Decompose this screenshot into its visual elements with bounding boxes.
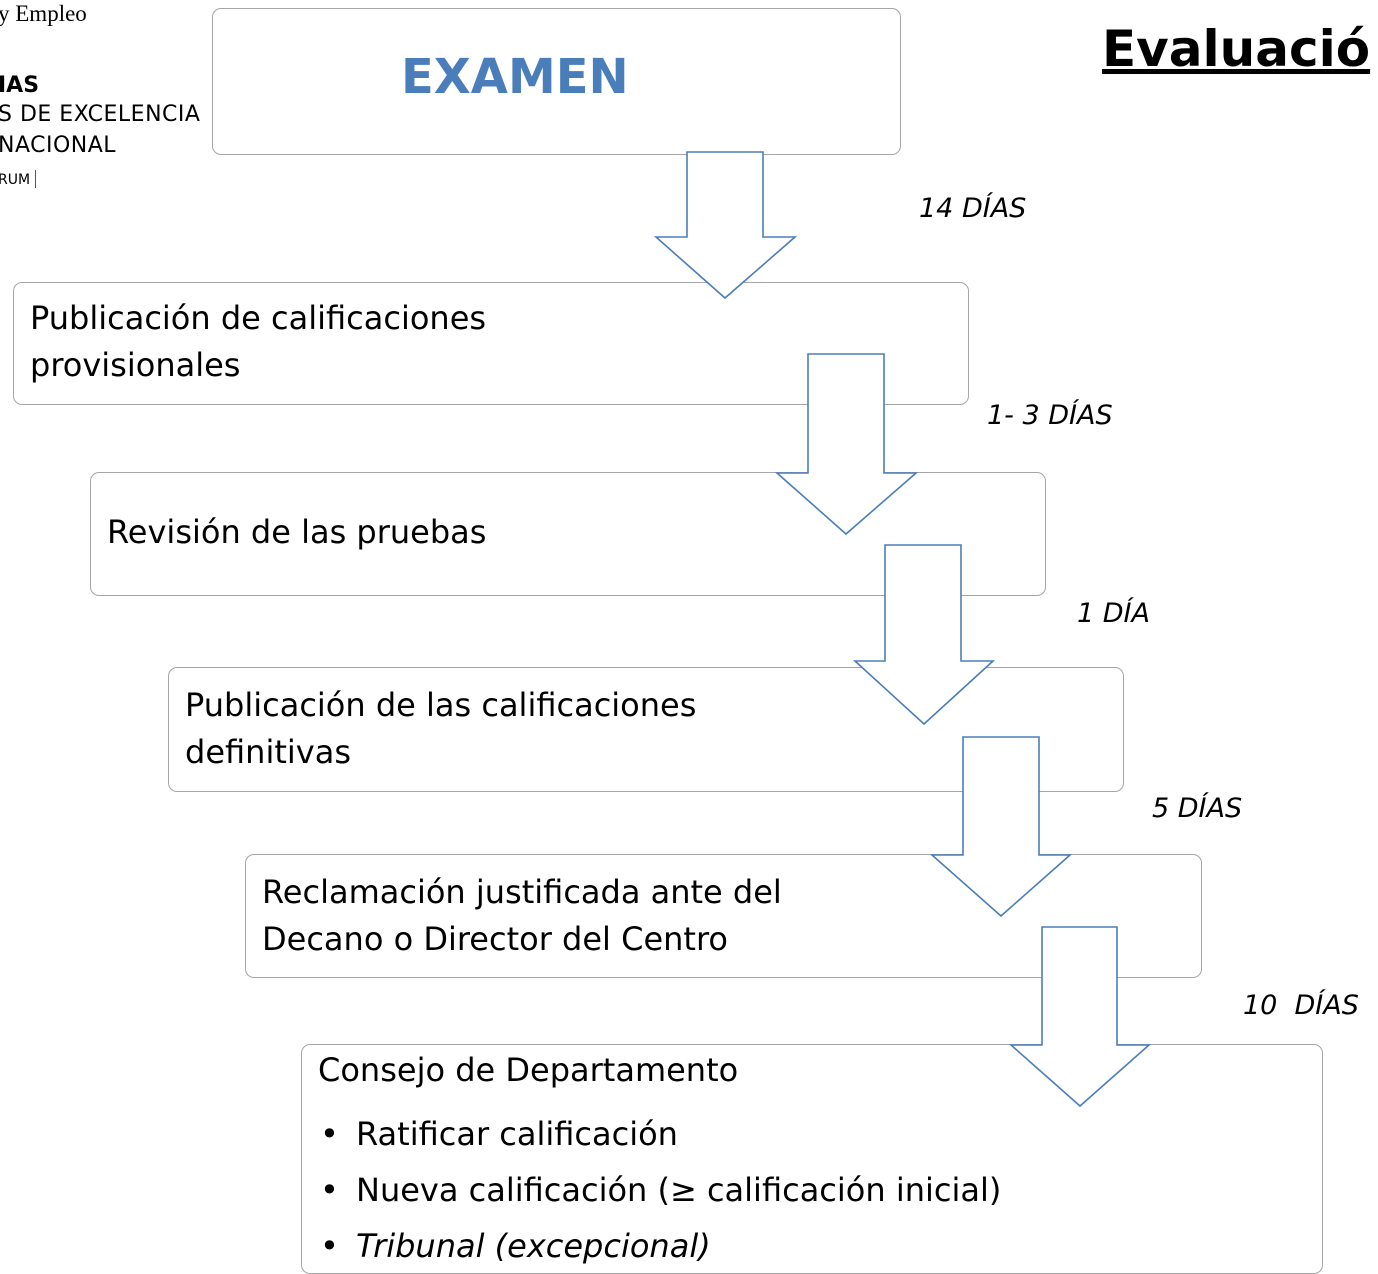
step-provisional-grades-line-2: provisionales [30, 346, 241, 384]
council-option-text: Tribunal (excepcional) [356, 1227, 711, 1265]
down-arrow-icon [929, 736, 1073, 918]
logo-line-bold: IAS [0, 73, 40, 98]
down-arrow-icon [774, 353, 919, 536]
council-options-list: • Ratificar calificación • Nueva calificac… [320, 1106, 1001, 1274]
exam-title: EXAMEN [401, 49, 629, 105]
logo-line-ministry: y Empleo [0, 1, 87, 26]
logo-line-excellence: S DE EXCELENCIA [0, 102, 201, 127]
step-claim-label: Reclamación justificada ante del Decano … [262, 869, 782, 963]
logo-line-small-text: RUM [0, 172, 31, 188]
down-arrow-icon [852, 544, 996, 726]
council-option: • Ratificar calificación [320, 1106, 1001, 1162]
step-review-label: Revisión de las pruebas [107, 513, 487, 551]
step-final-grades-line-2: definitivas [185, 733, 351, 771]
step-provisional-grades-line-1: Publicación de calificaciones [30, 299, 487, 337]
slide-heading: Evaluació [1102, 20, 1371, 78]
step-claim-line-1: Reclamación justificada ante del [262, 873, 782, 911]
bullet-icon: • [320, 1227, 339, 1265]
step-provisional-grades-label: Publicación de calificaciones provisiona… [30, 295, 486, 389]
step-final-grades-label: Publicación de las calificaciones defini… [185, 682, 696, 776]
council-option-text: Nueva calificación (≥ calificación inici… [356, 1171, 1002, 1209]
interval-label: 5 DÍAS [1152, 793, 1243, 824]
step-department-council-label: Consejo de Departamento [318, 1051, 739, 1089]
interval-label: 14 DÍAS [919, 193, 1027, 224]
interval-label: 10 DÍAS [1243, 990, 1359, 1021]
interval-label: 1 DÍA [1077, 598, 1150, 629]
council-option: • Tribunal (excepcional) [320, 1218, 1001, 1274]
logo-line-national: NACIONAL [0, 133, 117, 158]
council-option-text: Ratificar calificación [356, 1115, 678, 1153]
council-option: • Nueva calificación (≥ calificación inic… [320, 1162, 1001, 1218]
exam-box: EXAMEN [212, 8, 901, 155]
step-claim-line-2: Decano o Director del Centro [262, 920, 728, 958]
down-arrow-icon [1008, 926, 1152, 1108]
step-final-grades-line-1: Publicación de las calificaciones [185, 686, 697, 724]
down-arrow-icon [653, 151, 798, 300]
bullet-icon: • [320, 1171, 339, 1209]
logo-line-small: RUM [0, 170, 37, 188]
interval-label: 1- 3 DÍAS [987, 400, 1113, 431]
logo-divider [35, 170, 37, 188]
bullet-icon: • [320, 1115, 339, 1153]
step-department-council: Consejo de Departamento • Ratificar calif… [301, 1044, 1323, 1274]
